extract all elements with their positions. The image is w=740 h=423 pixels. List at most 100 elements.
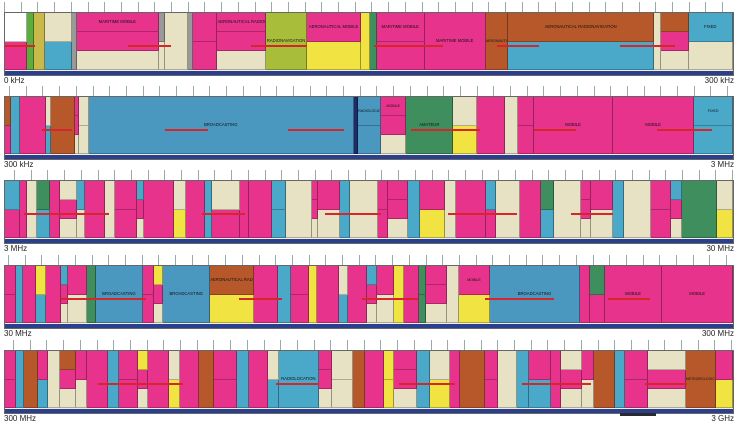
tick (488, 2, 490, 12)
tick (314, 170, 316, 180)
allocation-block (268, 351, 279, 380)
tick (321, 2, 323, 12)
tick (259, 86, 261, 96)
allocation-block (27, 13, 34, 70)
allocation-block (137, 219, 145, 238)
allocation-block (76, 32, 160, 51)
allocation-block (68, 266, 87, 295)
allocation-block (74, 116, 80, 135)
tick (359, 86, 361, 96)
tick (505, 2, 506, 12)
tick (20, 2, 22, 12)
allocation-block (590, 266, 605, 295)
allocation-block (85, 181, 106, 238)
tick (626, 86, 628, 96)
allocation-strip: BROADCASTINGRADIOLOCATIONMOBILEAMATEURMO… (4, 96, 734, 160)
allocation-block (248, 351, 269, 408)
tick (438, 2, 440, 12)
tick (163, 340, 165, 350)
allocation-block (447, 266, 460, 323)
allocation-divider (288, 129, 344, 132)
tick (58, 255, 60, 265)
range-start-label: 30 MHz (4, 329, 32, 338)
tick (693, 86, 695, 96)
tick (343, 86, 344, 96)
allocation-block (169, 379, 181, 408)
tick (548, 170, 550, 180)
tick (226, 86, 228, 96)
tick (498, 170, 500, 180)
tick (114, 170, 116, 180)
tick (147, 170, 149, 180)
allocation-block (119, 351, 139, 380)
allocation-block (317, 266, 339, 323)
service-label: MOBILE (386, 104, 401, 108)
tick (481, 170, 483, 180)
service-label: AERONAUTICAL RADIONAVIGATION (485, 39, 507, 43)
tick (443, 86, 445, 96)
tick (692, 255, 694, 265)
range-start-label: 300 kHz (4, 160, 34, 169)
allocation-block (582, 351, 595, 380)
tick (732, 170, 734, 180)
tick (414, 170, 416, 180)
allocation-divider (24, 213, 79, 216)
allocation-block (429, 351, 450, 380)
allocation-divider (485, 298, 554, 301)
allocation-block (5, 266, 17, 295)
baseline-bar (5, 324, 733, 328)
tick (354, 2, 356, 12)
allocation-block (20, 181, 27, 238)
allocation-block (338, 266, 349, 295)
allocation-divider (374, 45, 443, 48)
tick (64, 170, 66, 180)
allocation-block (144, 181, 175, 238)
allocation-block: RADIOLOCATION (278, 351, 319, 408)
allocation-block (5, 97, 11, 126)
tick (146, 340, 148, 350)
allocation-block (339, 181, 350, 238)
allocation-block (358, 125, 382, 154)
allocation-block (671, 181, 682, 200)
tick (480, 340, 482, 350)
allocation-divider (325, 213, 381, 216)
range-start-label: 0 kHz (4, 76, 25, 85)
allocation-block (142, 294, 154, 323)
allocation-divider (411, 129, 480, 132)
allocation-block (353, 97, 359, 154)
allocation-block (74, 97, 80, 116)
tick (688, 2, 690, 12)
allocation-block (455, 181, 487, 238)
tick (380, 340, 382, 350)
allocation-block (332, 379, 354, 408)
allocation-block (5, 209, 21, 238)
allocation-block (394, 351, 418, 370)
baseline-bar (5, 155, 733, 159)
allocation-block (348, 266, 367, 323)
allocation-block (460, 351, 485, 408)
allocation-block (236, 351, 249, 408)
tick (697, 340, 699, 350)
tick (448, 170, 450, 180)
allocation-block (60, 351, 77, 370)
allocation-block (35, 266, 46, 295)
allocation-block (115, 209, 138, 238)
tick (576, 86, 578, 96)
allocation-strip (4, 180, 734, 244)
tick (54, 2, 56, 12)
tick (281, 170, 283, 180)
allocation-block (61, 304, 69, 323)
tick (447, 340, 449, 350)
tick (525, 255, 527, 265)
tick (392, 255, 394, 265)
allocation-divider (362, 298, 418, 301)
tick (509, 255, 510, 265)
allocation-block (453, 125, 477, 154)
tick (458, 255, 460, 265)
tick (681, 340, 682, 350)
tick (171, 2, 172, 12)
allocation-block (186, 181, 205, 238)
tick (47, 170, 49, 180)
tick (313, 340, 315, 350)
allocation-block (76, 379, 87, 408)
